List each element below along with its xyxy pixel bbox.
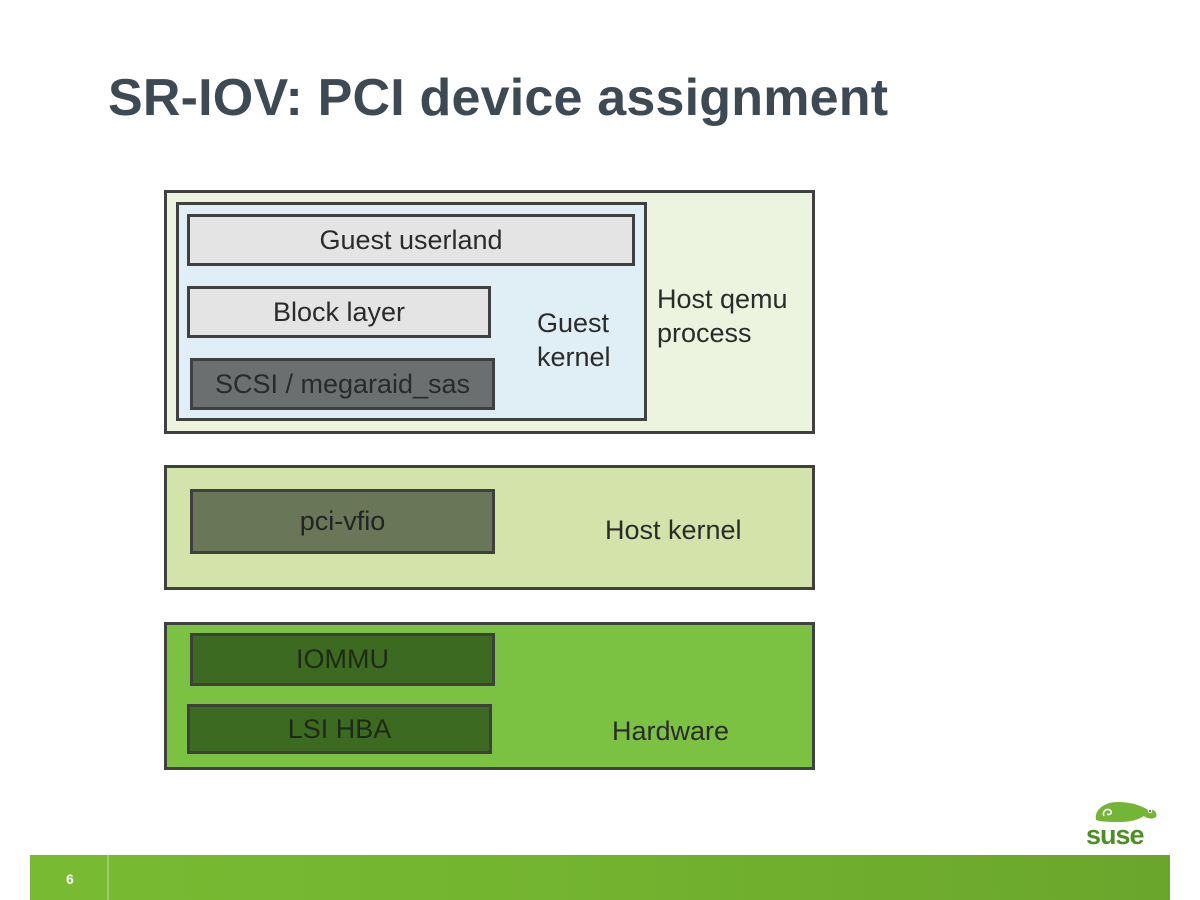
guest-userland-block: Guest userland bbox=[187, 214, 635, 266]
iommu-block: IOMMU bbox=[190, 633, 495, 686]
footer-divider bbox=[107, 855, 109, 900]
host-qemu-process-label: Host qemu process bbox=[657, 284, 788, 348]
hardware-label: Hardware bbox=[612, 716, 730, 746]
lsi-hba-block: LSI HBA bbox=[187, 704, 492, 754]
slide-title: SR-IOV: PCI device assignment bbox=[108, 69, 889, 127]
chameleon-icon bbox=[1095, 802, 1157, 822]
scsi-megaraid-sas-block: SCSI / megaraid_sas bbox=[190, 358, 495, 410]
host-kernel-label: Host kernel bbox=[605, 515, 742, 545]
footer-bar bbox=[30, 855, 1170, 900]
pci-vfio-block: pci-vfio bbox=[190, 489, 495, 554]
logo-text: suse bbox=[1086, 820, 1145, 850]
guest-kernel-label: Guest kernel bbox=[537, 308, 611, 372]
block-layer-block: Block layer bbox=[187, 286, 491, 338]
page-number: 6 bbox=[66, 871, 74, 887]
suse-logo: suse bbox=[1082, 798, 1164, 850]
